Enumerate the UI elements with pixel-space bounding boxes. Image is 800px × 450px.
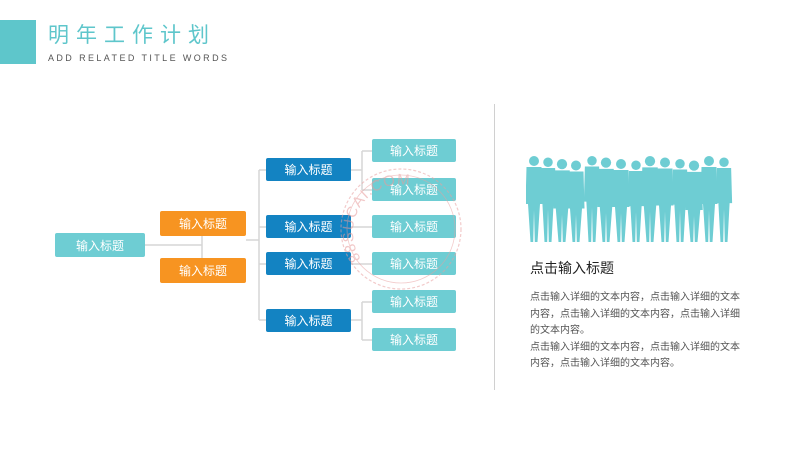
tree-level2-node-4: 输入标题 <box>266 309 351 332</box>
tree-level1-node-2: 输入标题 <box>160 258 246 283</box>
tree-level3-node-5: 输入标题 <box>372 290 456 313</box>
tree-level3-node-6: 输入标题 <box>372 328 456 351</box>
tree-level2-node-3: 输入标题 <box>266 252 351 275</box>
tree-root-node: 输入标题 <box>55 233 145 257</box>
title-accent-bar <box>0 20 36 64</box>
tree-level1-node-1: 输入标题 <box>160 211 246 236</box>
tree-level2-node-1: 输入标题 <box>266 158 351 181</box>
page-title: 明年工作计划 <box>48 23 216 47</box>
tree-level2-node-2: 输入标题 <box>266 215 351 238</box>
vertical-divider <box>494 104 495 390</box>
business-team-silhouette-image <box>526 156 733 242</box>
tree-level3-node-1: 输入标题 <box>372 139 456 162</box>
side-body-text: 点击输入详细的文本内容，点击输入详细的文本内容，点击输入详细的文本内容，点击输入… <box>530 292 740 369</box>
svg-text:88SUCAI.COM: 88SUCAI.COM <box>340 171 411 265</box>
page-subtitle: ADD RELATED TITLE WORDS <box>48 53 230 63</box>
tree-level3-node-3: 输入标题 <box>372 215 456 238</box>
watermark-stamp: 88SUCAI.COM <box>340 168 462 290</box>
tree-level3-node-4: 输入标题 <box>372 252 456 275</box>
side-heading: 点击输入标题 <box>530 261 614 277</box>
watermark-text: 88SUCAI.COM <box>340 171 410 265</box>
tree-level3-node-2: 输入标题 <box>372 178 456 201</box>
